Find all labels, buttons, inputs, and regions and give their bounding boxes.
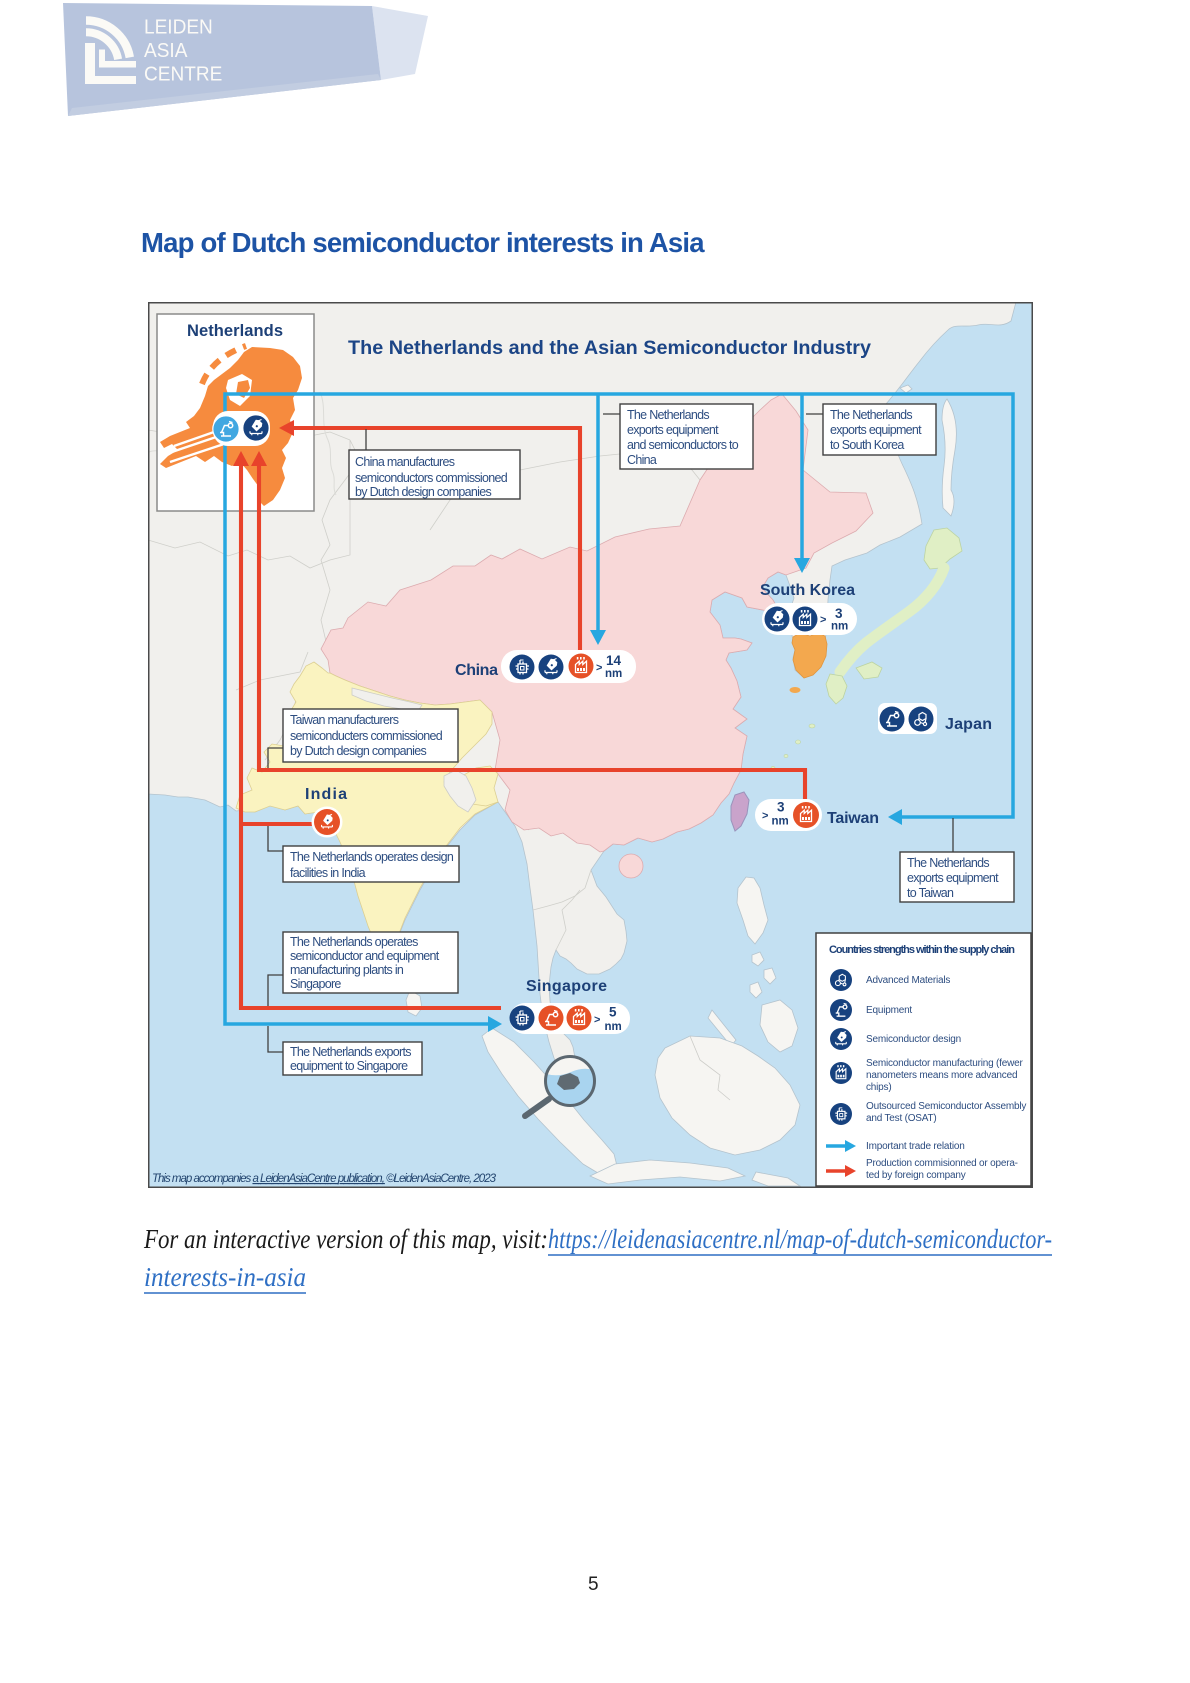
svg-text:semiconductor and equipment: semiconductor and equipment bbox=[290, 949, 440, 963]
svg-text:ted by foreign company: ted by foreign company bbox=[866, 1170, 966, 1181]
svg-text:5: 5 bbox=[609, 1005, 617, 1020]
svg-text:nm: nm bbox=[605, 1021, 622, 1033]
svg-text:https://leidenasiacentre.nl/ma: https://leidenasiacentre.nl/map-of-dutch… bbox=[548, 1223, 1052, 1254]
svg-text:nm: nm bbox=[831, 621, 848, 633]
svg-text:Production commisionned or ope: Production commisionned or opera- bbox=[866, 1158, 1018, 1169]
svg-text:and semiconductors to: and semiconductors to bbox=[627, 438, 739, 452]
svg-text:Important trade relation: Important trade relation bbox=[866, 1141, 965, 1152]
svg-text:Advanced Materials: Advanced Materials bbox=[866, 975, 950, 986]
svg-text:>: > bbox=[820, 614, 826, 626]
svg-text:by Dutch design companies: by Dutch design companies bbox=[290, 744, 427, 758]
svg-text:Japan: Japan bbox=[945, 716, 992, 733]
svg-text:ASIA: ASIA bbox=[144, 39, 188, 62]
svg-text:semiconductors commissioned: semiconductors commissioned bbox=[355, 471, 508, 485]
svg-text:China: China bbox=[627, 453, 657, 467]
svg-text:This map accompanies a LeidenA: This map accompanies a LeidenAsiaCentre … bbox=[152, 1173, 497, 1185]
svg-text:to South Korea: to South Korea bbox=[830, 438, 904, 452]
svg-text:>: > bbox=[762, 810, 768, 822]
svg-text:Netherlands: Netherlands bbox=[187, 322, 283, 340]
svg-text:The Netherlands operates: The Netherlands operates bbox=[290, 935, 418, 949]
svg-text:nanometers means more advanced: nanometers means more advanced bbox=[866, 1070, 1017, 1081]
svg-text:interests-in-asia: interests-in-asia bbox=[144, 1261, 306, 1292]
svg-text:The Netherlands operates desig: The Netherlands operates design bbox=[290, 850, 454, 864]
svg-text:nm: nm bbox=[605, 668, 622, 680]
svg-text:LEIDEN: LEIDEN bbox=[144, 16, 213, 39]
svg-text:The Netherlands: The Netherlands bbox=[907, 856, 989, 870]
svg-text:Singapore: Singapore bbox=[526, 978, 607, 995]
svg-text:CENTRE: CENTRE bbox=[144, 63, 222, 86]
svg-text:Taiwan: Taiwan bbox=[827, 810, 879, 827]
svg-text:3: 3 bbox=[835, 606, 843, 621]
svg-text:Singapore: Singapore bbox=[290, 977, 341, 991]
svg-text:The Netherlands exports: The Netherlands exports bbox=[290, 1045, 411, 1059]
svg-text:India: India bbox=[305, 786, 347, 803]
svg-text:>: > bbox=[596, 662, 602, 674]
svg-text:3: 3 bbox=[777, 800, 785, 815]
svg-text:facilities in India: facilities in India bbox=[290, 866, 366, 880]
svg-text:equipment to Singapore: equipment to Singapore bbox=[290, 1059, 408, 1073]
svg-text:Countries strengths within the: Countries strengths within the supply ch… bbox=[829, 944, 1015, 956]
svg-text:Equipment: Equipment bbox=[866, 1005, 912, 1016]
svg-text:nm: nm bbox=[772, 816, 789, 828]
svg-text:chips): chips) bbox=[866, 1082, 891, 1093]
svg-text:Semiconductor manufacturing (f: Semiconductor manufacturing (fewer bbox=[866, 1058, 1023, 1069]
svg-text:manufacturing plants in: manufacturing plants in bbox=[290, 963, 404, 977]
svg-text:exports equipment: exports equipment bbox=[830, 423, 922, 437]
svg-text:exports equipment: exports equipment bbox=[627, 423, 719, 437]
svg-text:semiconducters commissioned: semiconducters commissioned bbox=[290, 729, 443, 743]
svg-text:China manufactures: China manufactures bbox=[355, 455, 455, 469]
svg-text:The Netherlands and the Asian: The Netherlands and the Asian Semiconduc… bbox=[348, 337, 871, 359]
svg-text:South Korea: South Korea bbox=[760, 582, 855, 599]
svg-text:The Netherlands: The Netherlands bbox=[627, 408, 709, 422]
svg-text:to Taiwan: to Taiwan bbox=[907, 886, 954, 900]
svg-text:exports equipment: exports equipment bbox=[907, 871, 999, 885]
svg-text:by Dutch design companies: by Dutch design companies bbox=[355, 485, 492, 499]
svg-text:China: China bbox=[455, 662, 498, 679]
svg-text:>: > bbox=[594, 1014, 600, 1026]
svg-text:14: 14 bbox=[606, 653, 622, 668]
svg-text:Semiconductor design: Semiconductor design bbox=[866, 1034, 961, 1045]
svg-text:For an interactive version of: For an interactive version of this map, … bbox=[143, 1223, 548, 1254]
svg-text:Outsourced Semiconductor Assem: Outsourced Semiconductor Assembly bbox=[866, 1101, 1026, 1112]
svg-text:The Netherlands: The Netherlands bbox=[830, 408, 912, 422]
svg-text:Taiwan manufacturers: Taiwan manufacturers bbox=[290, 713, 399, 727]
svg-text:and Test (OSAT): and Test (OSAT) bbox=[866, 1113, 937, 1124]
